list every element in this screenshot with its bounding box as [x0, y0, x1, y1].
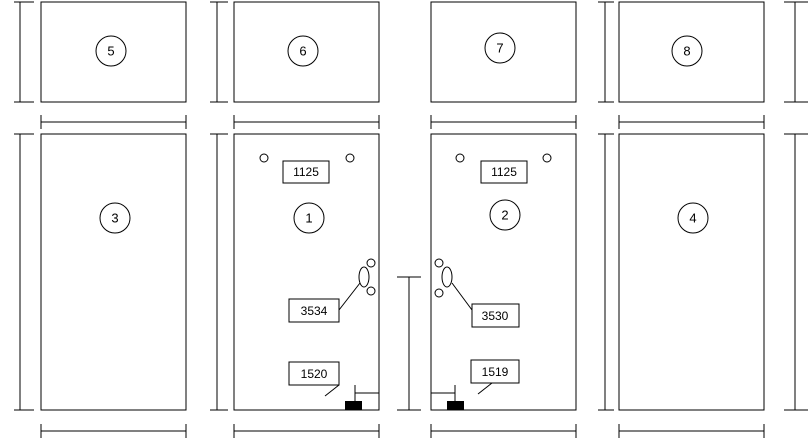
hinge-cutout	[441, 266, 453, 288]
panel-6: 6	[233, 1, 380, 103]
mounting-hole	[366, 286, 376, 296]
panel-3: 3	[40, 133, 187, 411]
hinge-cutout	[358, 266, 370, 288]
panel-number: 2	[501, 208, 508, 223]
panel-8: 8	[618, 1, 765, 103]
horizontal-dimension-lines	[40, 115, 765, 438]
mounting-hole	[366, 258, 376, 268]
panel-number: 6	[299, 44, 306, 59]
panel-4: 4	[618, 133, 765, 411]
latch-block	[345, 401, 362, 410]
panel-5: 5	[40, 1, 187, 103]
label-box	[288, 361, 340, 386]
label-box	[288, 298, 340, 323]
label-box	[282, 160, 330, 184]
label-box	[470, 359, 520, 384]
label-1520: 1520	[301, 367, 328, 381]
mounting-hole	[434, 288, 444, 298]
panel-number: 7	[496, 41, 503, 56]
panel-number: 1	[305, 211, 312, 226]
label-1125-left: 1125	[293, 165, 319, 179]
label-box	[480, 160, 528, 184]
label-3530: 3530	[482, 309, 509, 323]
panel-2: 1125 2 3530 1519	[430, 133, 577, 411]
panel-number: 3	[111, 211, 118, 226]
label-3534: 3534	[301, 304, 328, 318]
mounting-hole	[259, 153, 269, 163]
mounting-hole	[455, 153, 465, 163]
label-box	[471, 303, 520, 328]
mounting-hole	[345, 153, 355, 163]
mounting-hole	[542, 153, 552, 163]
vertical-dimension-lines	[14, 1, 808, 411]
label-1125-right: 1125	[491, 165, 517, 179]
latch-block	[447, 401, 464, 410]
panel-number: 8	[683, 44, 690, 59]
panel-7: 7	[430, 1, 577, 103]
panel-number: 4	[689, 211, 696, 226]
panel-number: 5	[107, 44, 114, 59]
label-1519: 1519	[482, 365, 509, 379]
panel-1: 1125 1 3534 1520	[233, 133, 380, 411]
mounting-hole	[434, 258, 444, 268]
